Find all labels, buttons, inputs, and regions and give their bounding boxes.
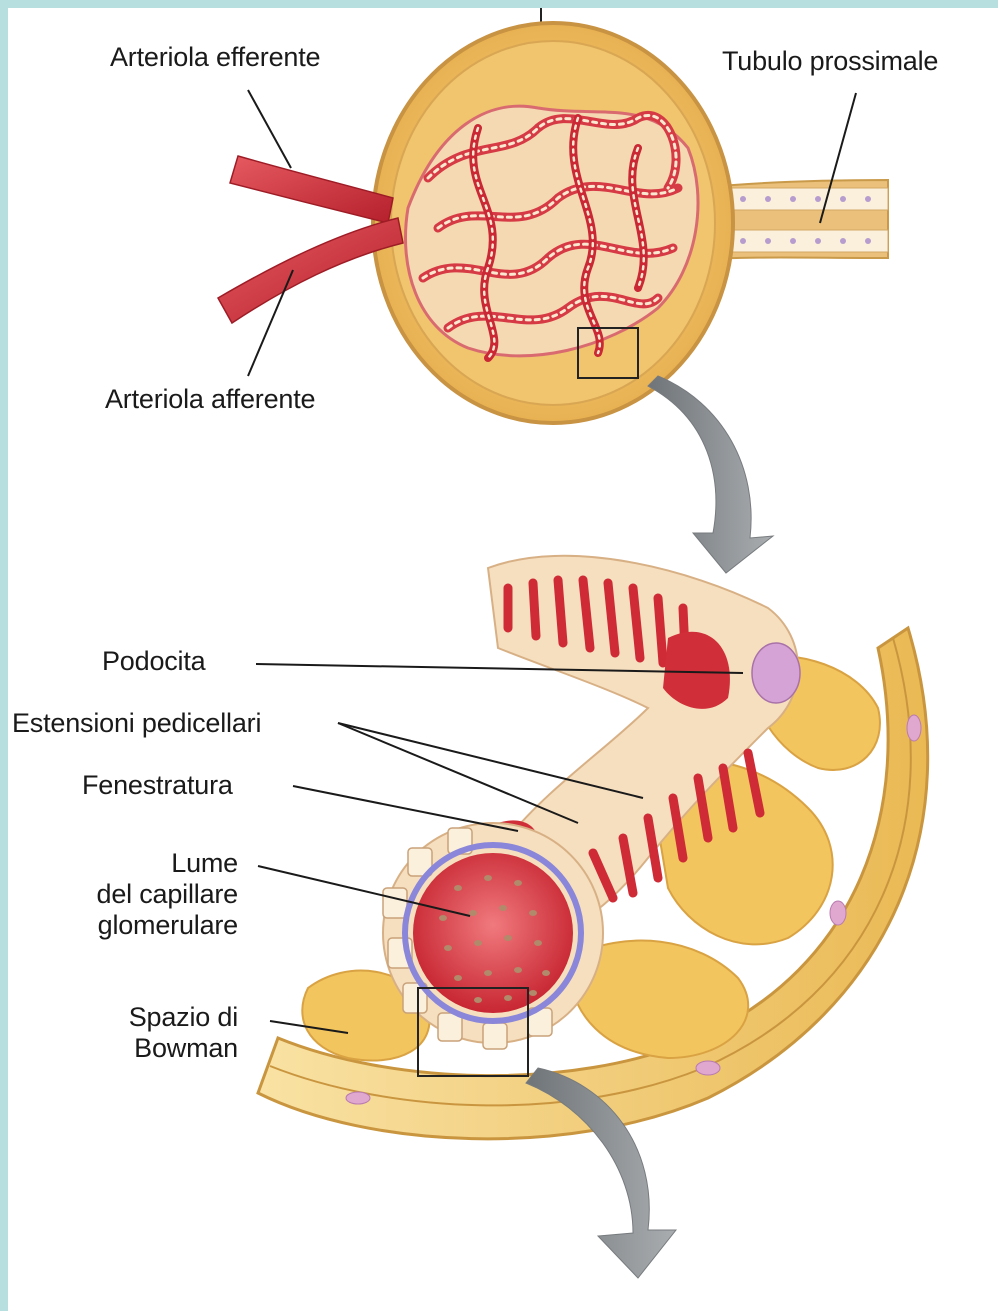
label-tubulo-prossimale: Tubulo prossimale xyxy=(722,46,938,77)
label-lume: Lume del capillare glomerulare xyxy=(97,848,238,941)
label-estensioni-pedicellari: Estensioni pedicellari xyxy=(12,708,261,739)
capillary-detail xyxy=(258,556,928,1139)
podocyte-nucleus xyxy=(752,643,800,703)
label-arteriola-efferente: Arteriola efferente xyxy=(110,42,320,73)
label-podocita: Podocita xyxy=(102,646,205,677)
label-fenestratura: Fenestratura xyxy=(82,770,233,801)
magnify-arrow-1 xyxy=(648,376,773,573)
label-spazio-di-bowman: Spazio di Bowman xyxy=(129,1002,238,1064)
label-arteriola-afferente: Arteriola afferente xyxy=(105,384,315,415)
figure-frame: Arteriola efferente Tubulo prossimale Ar… xyxy=(8,8,998,1311)
